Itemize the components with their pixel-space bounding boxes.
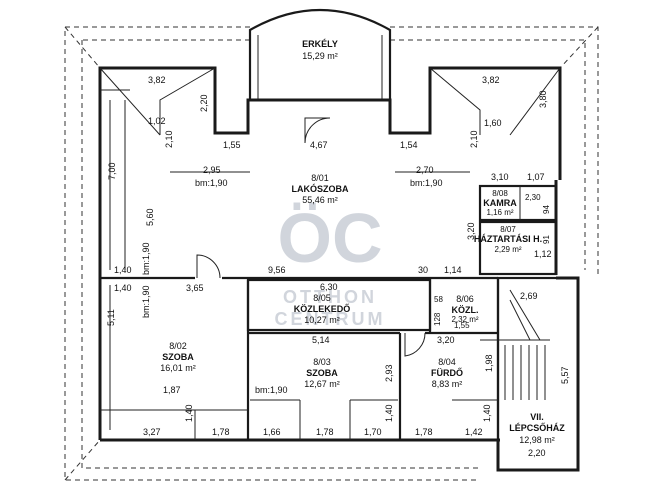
dimension-label: 1,60: [484, 118, 502, 128]
bm-label: bm:1,90: [195, 178, 228, 188]
dimension-label: 1,87: [163, 385, 181, 395]
dimension-label: 2,20: [199, 94, 209, 112]
watermark-line1: OTTHON: [283, 287, 377, 307]
bm-label: bm:1,90: [410, 178, 443, 188]
dimension-label: 3,82: [148, 75, 166, 85]
erkely-area: 15,29 m²: [302, 51, 338, 61]
r802-name: SZOBA: [162, 352, 194, 362]
dimension-label: 1,14: [444, 265, 462, 275]
dimension-label: 9,56: [268, 265, 286, 275]
r806-name: KÖZL.: [452, 305, 479, 315]
bm-labels: bm:1,90 bm:1,90 bm:1,90 bm:1,90 bm:1,90: [141, 178, 443, 395]
erkely-name: ERKÉLY: [302, 39, 338, 49]
r808-name: KAMRA: [483, 198, 517, 208]
dimension-label: 1,12: [534, 249, 552, 259]
balcony: [248, 9, 392, 100]
watermark-line2: CENTRUM: [275, 309, 386, 329]
dimension-label: 128: [433, 312, 442, 326]
dimension-label: 94: [542, 205, 551, 214]
dimension-label: 1,40: [184, 404, 194, 422]
r805-code: 8/05: [313, 293, 331, 303]
dimension-label: 3,82: [482, 75, 500, 85]
dimension-label: 5,60: [145, 208, 155, 226]
r807-area: 2,29 m²: [494, 245, 521, 254]
dimension-label: 1,42: [465, 427, 483, 437]
r806-area: 2,32 m²: [451, 315, 478, 324]
dimension-label: 5,14: [312, 335, 330, 345]
dimension-label: 2,20: [528, 448, 546, 458]
dimension-label: 1,40: [384, 404, 394, 422]
stair-name: LÉPCSŐHÁZ: [509, 422, 565, 433]
dimension-label: 1,70: [364, 427, 382, 437]
dimension-label: 7,00: [107, 162, 117, 180]
dimension-label: 2,93: [384, 364, 394, 382]
bm-label: bm:1,90: [255, 385, 288, 395]
dimension-label: 2,69: [520, 291, 538, 301]
bm-label: bm:1,90: [141, 285, 151, 318]
room-labels: ERKÉLY 15,29 m² 8/01 LAKÓSZOBA 55,46 m² …: [160, 39, 565, 445]
dimension-label: 3,65: [186, 283, 204, 293]
r804-code: 8/04: [438, 357, 456, 367]
dimension-label: 2,95: [203, 165, 221, 175]
r808-code: 8/08: [492, 189, 508, 198]
r806-code: 8/06: [456, 294, 474, 304]
dimension-label: 2,10: [469, 130, 479, 148]
r807-name: HÁZTARTÁSI H.: [474, 234, 542, 244]
walls: [98, 66, 580, 472]
dimension-label: 1,02: [148, 116, 166, 126]
bm-label: bm:1,90: [141, 242, 151, 275]
dimension-label: 30: [418, 265, 428, 275]
dimension-label: 1,66: [263, 427, 281, 437]
dimension-label: 1,78: [316, 427, 334, 437]
dimension-label: 5,57: [560, 366, 570, 384]
r801-code: 8/01: [311, 173, 329, 183]
dimension-label: 2,30: [525, 193, 541, 202]
r801-name: LAKÓSZOBA: [292, 183, 349, 194]
dimension-label: 6,30: [320, 282, 338, 292]
dimension-label: 1,55: [454, 321, 470, 330]
r808-area: 1,16 m²: [486, 208, 513, 217]
dimension-label: 1,55: [223, 140, 241, 150]
r804-name: FÜRDŐ: [431, 367, 463, 378]
dimension-label: 2,10: [164, 130, 174, 148]
r805-name: KÖZLEKEDŐ: [294, 303, 351, 314]
dimension-label: 3,20: [437, 335, 455, 345]
dimension-label: 4,67: [310, 140, 328, 150]
r802-code: 8/02: [169, 341, 187, 351]
r807-code: 8/07: [500, 225, 516, 234]
roof-outline: [64, 26, 599, 481]
r803-code: 8/03: [313, 357, 331, 367]
r801-area: 55,46 m²: [302, 195, 338, 205]
doors: [196, 117, 500, 357]
dimension-label: 1,07: [527, 172, 545, 182]
r805-area: 10,27 m²: [304, 315, 340, 325]
r804-area: 8,83 m²: [432, 379, 463, 389]
stair-area: 12,98 m²: [519, 435, 555, 445]
dimension-label: 3,27: [143, 427, 161, 437]
dimension-label: 1,40: [114, 265, 132, 275]
dimension-label: 1,78: [415, 427, 433, 437]
dimension-label: 3,10: [491, 172, 509, 182]
stair-code: VII.: [530, 412, 544, 422]
dimension-label: 2,70: [416, 165, 434, 175]
r803-name: SZOBA: [306, 368, 338, 378]
dimension-label: 1,98: [484, 354, 494, 372]
watermark: ÖC OTTHON CENTRUM: [275, 199, 386, 329]
dimension-label: 1,78: [212, 427, 230, 437]
dimension-label: 91: [542, 235, 551, 244]
dimension-label: 3,80: [538, 90, 548, 108]
dimension-label: 58: [434, 295, 443, 304]
r802-area: 16,01 m²: [160, 363, 196, 373]
dimension-label: 1,40: [482, 404, 492, 422]
r803-area: 12,67 m²: [304, 379, 340, 389]
dimension-label: 5,11: [106, 309, 116, 326]
dimensions: 3,82 2,20 1,02 2,10 1,55 4,67 1,54 3,82 …: [106, 75, 570, 458]
dimension-label: 1,54: [400, 140, 418, 150]
watermark-logo: ÖC: [278, 199, 383, 277]
dimension-label: 1,40: [114, 283, 132, 293]
dimension-label: 3,20: [466, 222, 476, 240]
